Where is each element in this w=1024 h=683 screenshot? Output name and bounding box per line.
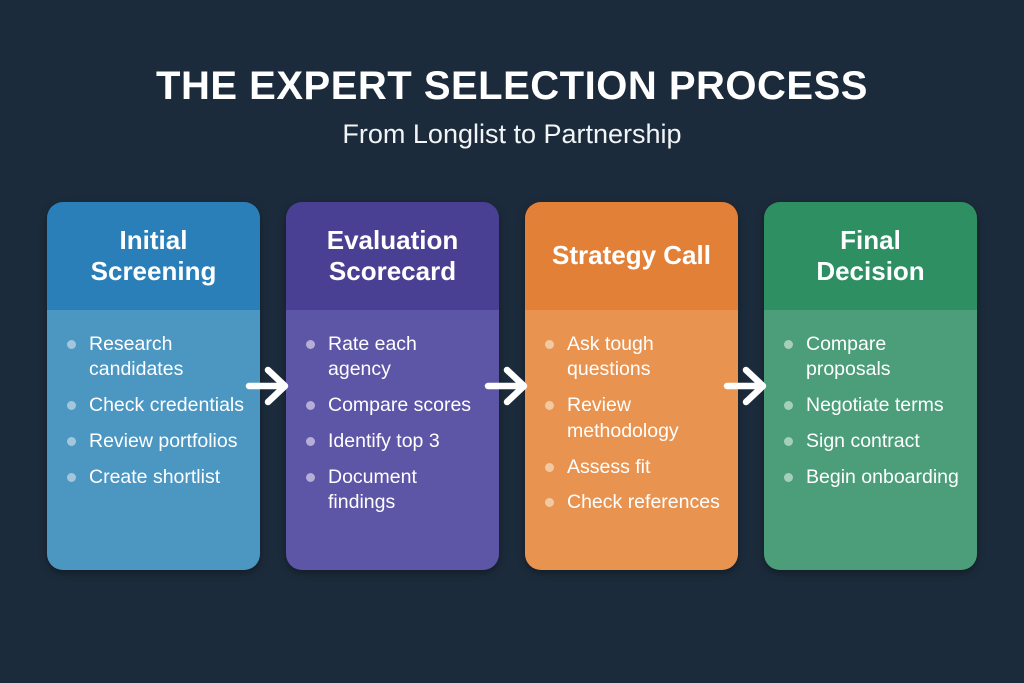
bullet-icon bbox=[545, 401, 554, 411]
bullet-icon bbox=[67, 401, 76, 411]
list-item-label: Check references bbox=[567, 491, 720, 514]
bullet-icon bbox=[784, 401, 793, 411]
list-item: Negotiate terms bbox=[784, 393, 963, 419]
step-header: Final Decision bbox=[764, 201, 977, 310]
list-item-label: Create shortlist bbox=[89, 465, 221, 488]
bullet-icon bbox=[67, 339, 76, 349]
bullet-icon bbox=[306, 401, 315, 411]
bullet-icon bbox=[67, 472, 76, 482]
list-item-label: Rate each agency bbox=[328, 332, 417, 381]
list-item-label: Assess fit bbox=[567, 455, 651, 478]
page-title: THE EXPERT SELECTION PROCESS bbox=[156, 64, 868, 108]
arrow-right-icon bbox=[245, 364, 293, 408]
step-header: Strategy Call bbox=[525, 201, 738, 310]
arrow-right-icon bbox=[484, 364, 532, 408]
list-item: Begin onboarding bbox=[784, 465, 963, 491]
list-item-label: Check credentials bbox=[89, 394, 244, 417]
list-item-label: Compare proposals bbox=[806, 332, 891, 381]
list-item-label: Review portfolios bbox=[89, 429, 238, 452]
step-title: Strategy Call bbox=[552, 240, 711, 271]
step-header: Initial Screening bbox=[47, 201, 260, 310]
list-item: Compare proposals bbox=[784, 332, 963, 383]
list-item: Compare scores bbox=[306, 393, 485, 419]
arrow-right-icon bbox=[723, 364, 771, 408]
bullet-icon bbox=[545, 462, 554, 472]
bullet-icon bbox=[784, 472, 793, 482]
bullet-icon bbox=[306, 472, 315, 482]
list-item: Create shortlist bbox=[67, 465, 246, 491]
step-title: Final Decision bbox=[816, 224, 925, 286]
list-item-label: Identify top 3 bbox=[328, 429, 440, 452]
page-subtitle: From Longlist to Partnership bbox=[342, 119, 682, 149]
list-item: Review portfolios bbox=[67, 429, 246, 455]
list-item-label: Ask tough questions bbox=[567, 332, 654, 381]
list-item: Sign contract bbox=[784, 429, 963, 455]
bullet-icon bbox=[67, 436, 76, 446]
list-item-label: Begin onboarding bbox=[806, 465, 959, 488]
bullet-icon bbox=[306, 436, 315, 446]
list-item: Review methodology bbox=[545, 393, 724, 444]
list-item: Check references bbox=[545, 490, 724, 516]
list-item: Identify top 3 bbox=[306, 429, 485, 455]
bullet-icon bbox=[545, 339, 554, 349]
step-title: Initial Screening bbox=[90, 224, 217, 286]
bullet-icon bbox=[545, 498, 554, 508]
bullet-icon bbox=[784, 339, 793, 349]
bullet-icon bbox=[784, 436, 793, 446]
list-item-label: Document findings bbox=[328, 465, 417, 514]
list-item-label: Compare scores bbox=[328, 394, 472, 417]
list-item: Check credentials bbox=[67, 393, 246, 419]
list-item: Document findings bbox=[306, 465, 485, 516]
list-item-label: Review methodology bbox=[567, 394, 679, 442]
list-item-label: Negotiate terms bbox=[806, 394, 944, 417]
bullet-icon bbox=[306, 339, 315, 349]
step-title: Evaluation Scorecard bbox=[326, 224, 459, 286]
step-header: Evaluation Scorecard bbox=[286, 201, 499, 310]
list-item: Rate each agency bbox=[306, 332, 485, 383]
list-item: Ask tough questions bbox=[545, 332, 724, 383]
list-item: Assess fit bbox=[545, 455, 724, 481]
list-item-label: Research candidates bbox=[89, 332, 184, 381]
list-item: Research candidates bbox=[67, 332, 246, 383]
list-item-label: Sign contract bbox=[806, 429, 920, 452]
